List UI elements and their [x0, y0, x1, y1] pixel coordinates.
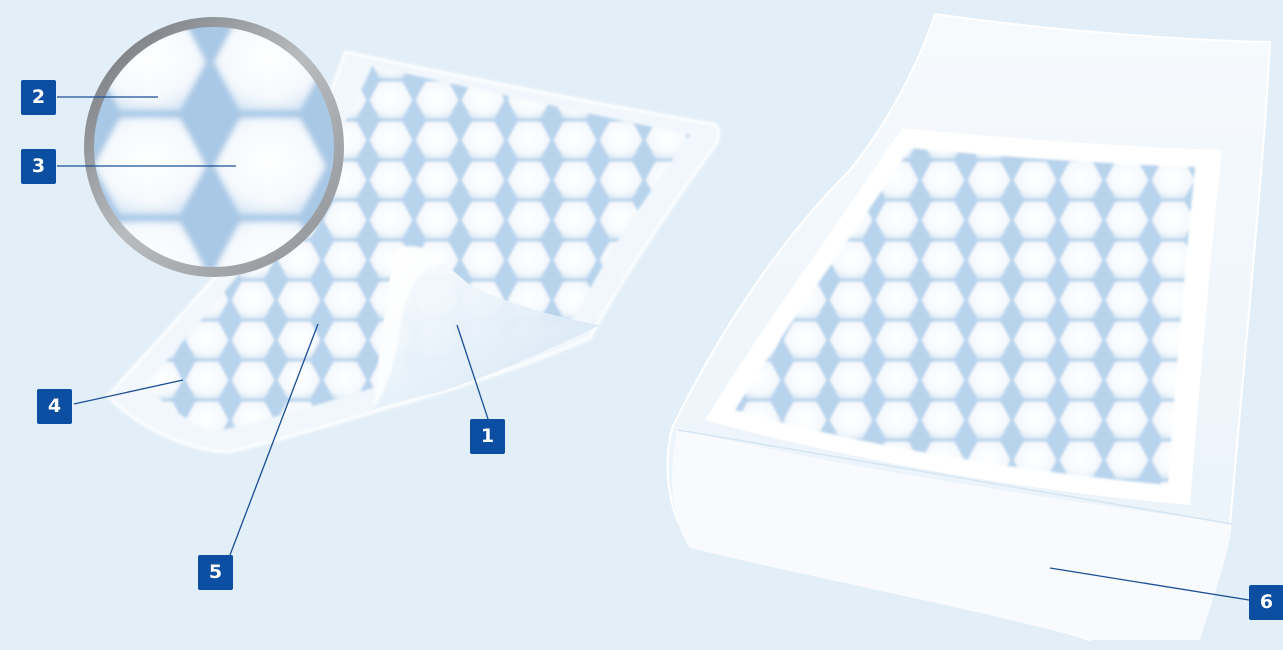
callout-badge-1: 1: [470, 419, 505, 454]
callout-badge-5: 5: [198, 555, 233, 590]
callout-badge-4: 4: [37, 389, 72, 424]
right-dressing: [668, 14, 1270, 640]
callout-badge-3: 3: [21, 149, 56, 184]
callout-badge-2: 2: [21, 80, 56, 115]
callout-badge-6: 6: [1249, 585, 1283, 620]
